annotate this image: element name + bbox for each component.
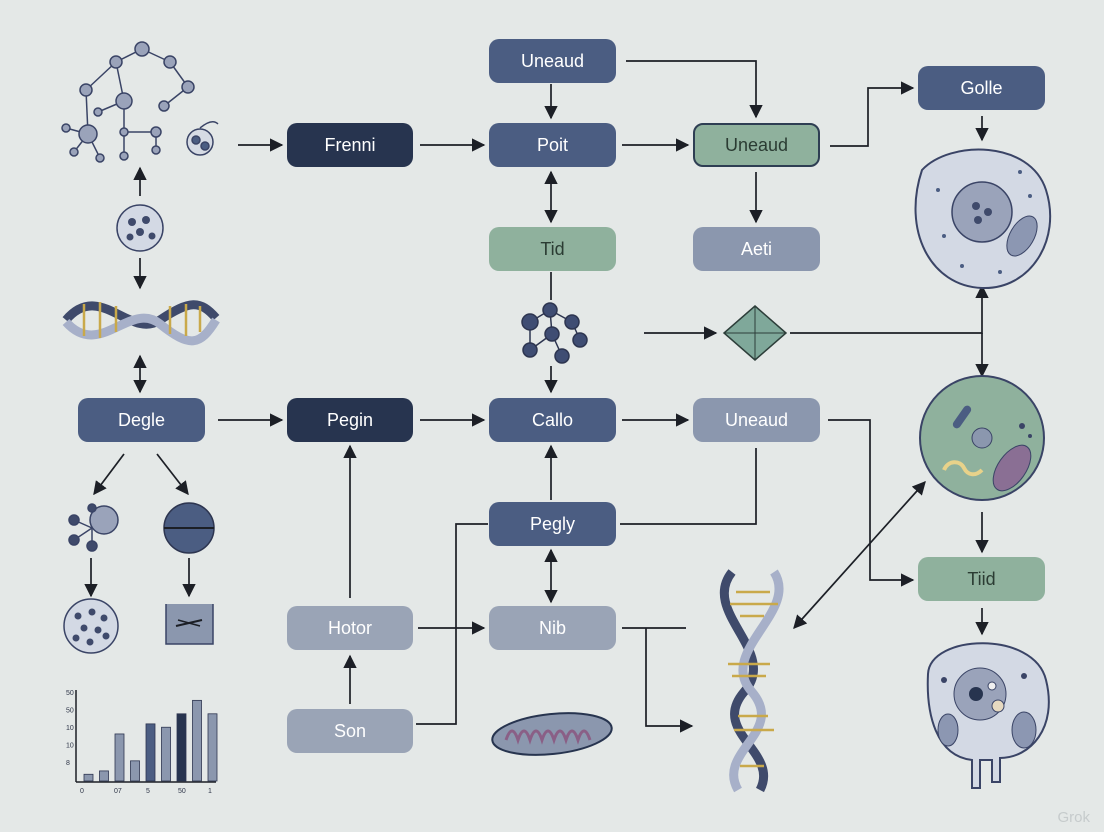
- dna-helix-icon: [62, 300, 220, 346]
- line-son-to-pegly: [416, 523, 488, 725]
- chart-bar-4: [145, 723, 156, 782]
- complex-cell-icon: [926, 642, 1050, 789]
- chart-bar-2: [114, 733, 125, 782]
- molecule-network-icon: [61, 41, 219, 163]
- connectors: [84, 60, 989, 733]
- node-pegin[interactable]: Pegin: [287, 398, 413, 442]
- arrow-dna-greencell: [793, 480, 926, 630]
- chart-y-tick-1: 50: [66, 708, 74, 715]
- animal-cell-icon: [914, 148, 1052, 290]
- dna-helix-vertical-icon: [719, 569, 784, 793]
- green-cell-icon: [919, 375, 1045, 501]
- node-nib[interactable]: Nib: [489, 606, 616, 650]
- line-uneaud-to-pegly: [620, 448, 757, 525]
- node-aeti[interactable]: Aeti: [693, 227, 820, 271]
- chart-bar-8: [207, 713, 218, 782]
- diamond-crystal-icon: [722, 305, 788, 361]
- chart-bar-6: [176, 713, 187, 782]
- arrow-uneaud-top-to-uneaud-mid: [626, 60, 763, 119]
- node-degle[interactable]: Degle: [78, 398, 205, 442]
- molecule-network-small-icon: [521, 302, 588, 364]
- node-callo[interactable]: Callo: [489, 398, 616, 442]
- node-golle[interactable]: Golle: [918, 66, 1045, 110]
- chart-y-tick-4: 8: [66, 760, 70, 767]
- chart-y-tick-0: 50: [66, 690, 74, 697]
- node-uneaud-mid[interactable]: Uneaud: [693, 123, 820, 167]
- chart-x-tick-3: 50: [178, 788, 186, 795]
- arrow-crystal-to-cell: [790, 284, 989, 334]
- mitochondrion-icon: [491, 712, 613, 756]
- node-uneaud-top[interactable]: Uneaud: [489, 39, 616, 83]
- node-frenni[interactable]: Frenni: [287, 123, 413, 167]
- chart-x-tick-2: 5: [146, 788, 150, 795]
- chart-bar-1: [99, 770, 109, 782]
- chart-x-tick-1: 07: [114, 788, 122, 795]
- node-tiid[interactable]: Tiid: [918, 557, 1045, 601]
- arrow-uneaud-to-golle: [830, 81, 915, 147]
- arrow-degle-to-disc: [156, 453, 189, 496]
- molecule-cluster-icon: [68, 503, 119, 552]
- chart-bar-3: [130, 760, 140, 782]
- node-uneaud-low[interactable]: Uneaud: [693, 398, 820, 442]
- vial-icon: [165, 604, 214, 645]
- arrow-uneaud-to-tiid: [828, 419, 915, 587]
- chart-bar-0: [83, 773, 94, 782]
- chart-y-tick-3: 10: [66, 743, 74, 750]
- chart-x-tick-0: 0: [80, 788, 84, 795]
- node-poit[interactable]: Poit: [489, 123, 616, 167]
- chart-x-tick-4: 1: [208, 788, 212, 795]
- chart-bar-7: [192, 699, 202, 782]
- mini-bar-chart: 50 50 10 10 8 0 07 5 50 1: [66, 690, 218, 795]
- dotted-sphere-icon: [63, 598, 119, 654]
- node-pegly[interactable]: Pegly: [489, 502, 616, 546]
- arrow-nib-to-dna: [645, 628, 694, 733]
- watermark: Grok: [1057, 809, 1090, 826]
- cell-sphere-icon: [116, 204, 164, 252]
- disc-icon: [163, 502, 215, 554]
- chart-y-tick-2: 10: [66, 725, 74, 732]
- node-hotor[interactable]: Hotor: [287, 606, 413, 650]
- chart-bar-5: [161, 726, 171, 782]
- arrow-degle-to-cluster: [93, 453, 125, 496]
- node-son[interactable]: Son: [287, 709, 413, 753]
- node-tid[interactable]: Tid: [489, 227, 616, 271]
